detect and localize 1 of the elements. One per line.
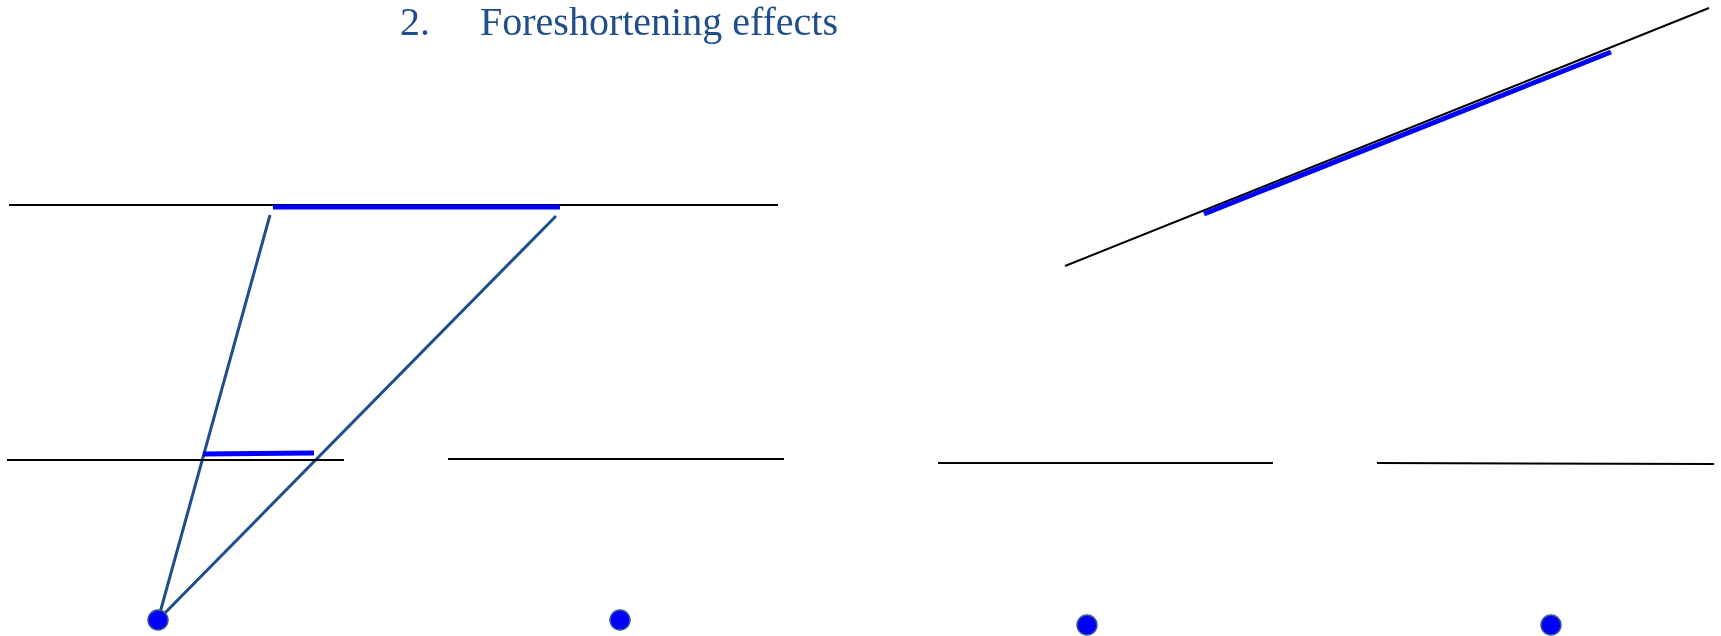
title: 2. Foreshortening effects — [400, 2, 839, 42]
